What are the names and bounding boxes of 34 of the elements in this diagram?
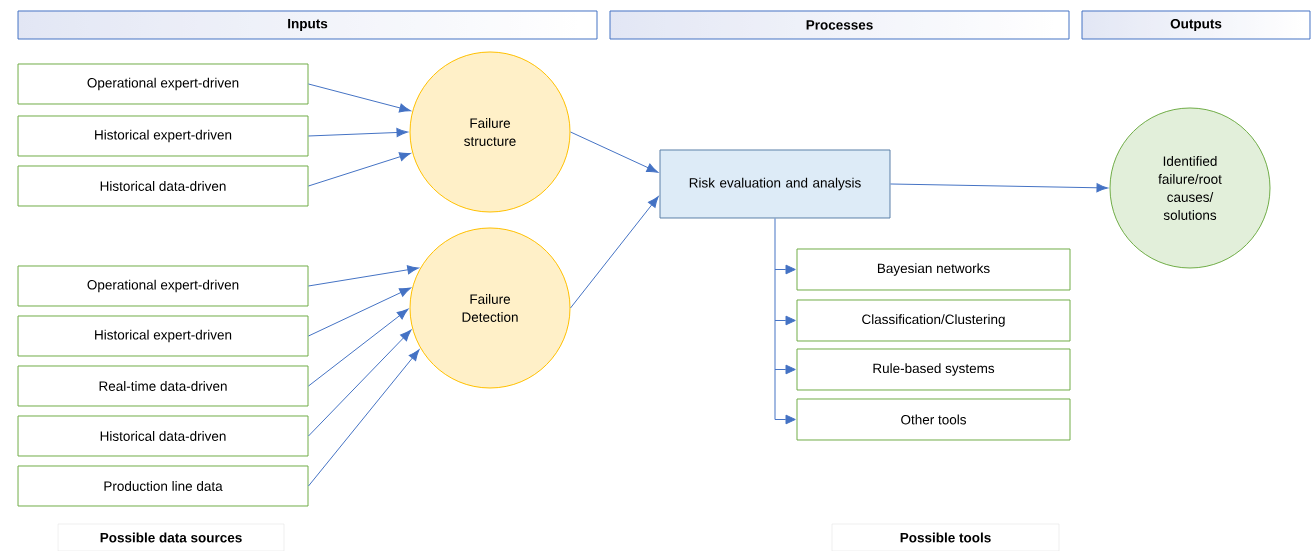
arrow [308, 308, 409, 387]
source-box: Operational expert-driven [17, 265, 309, 307]
arrow [308, 287, 411, 337]
arrow [774, 315, 796, 326]
tool-box: Rule-based systems [796, 348, 1071, 391]
arrow [774, 414, 796, 425]
tool-box: Bayesian networks [796, 248, 1071, 291]
arrow [308, 329, 412, 437]
footer-label: Possible data sources [57, 523, 285, 551]
source-box: Historical data-driven [17, 415, 309, 457]
header-band: Inputs [17, 10, 598, 40]
source-box: Historical data-driven [17, 165, 309, 207]
source-box: Historical expert-driven [17, 115, 309, 157]
connector-line [774, 218, 776, 420]
source-box: Historical expert-driven [17, 315, 309, 357]
arrow [570, 196, 659, 309]
source-box: Operational expert-driven [17, 63, 309, 105]
footer-label: Possible tools [831, 523, 1060, 551]
tool-box: Classification/Clustering [796, 299, 1071, 342]
source-box: Real-time data-driven [17, 365, 309, 407]
arrow [308, 83, 411, 113]
arrow [308, 349, 420, 487]
arrow [774, 364, 796, 375]
header-band: Processes [609, 10, 1070, 40]
arrow [890, 183, 1108, 193]
arrow [308, 127, 408, 138]
arrow [308, 265, 419, 287]
arrow [570, 131, 659, 173]
arrow [308, 152, 411, 187]
header-band: Outputs [1081, 10, 1311, 40]
process-box: Risk evaluation and analysis [659, 149, 891, 219]
source-box: Production line data [17, 465, 309, 507]
arrow [774, 264, 796, 275]
tool-box: Other tools [796, 398, 1071, 441]
